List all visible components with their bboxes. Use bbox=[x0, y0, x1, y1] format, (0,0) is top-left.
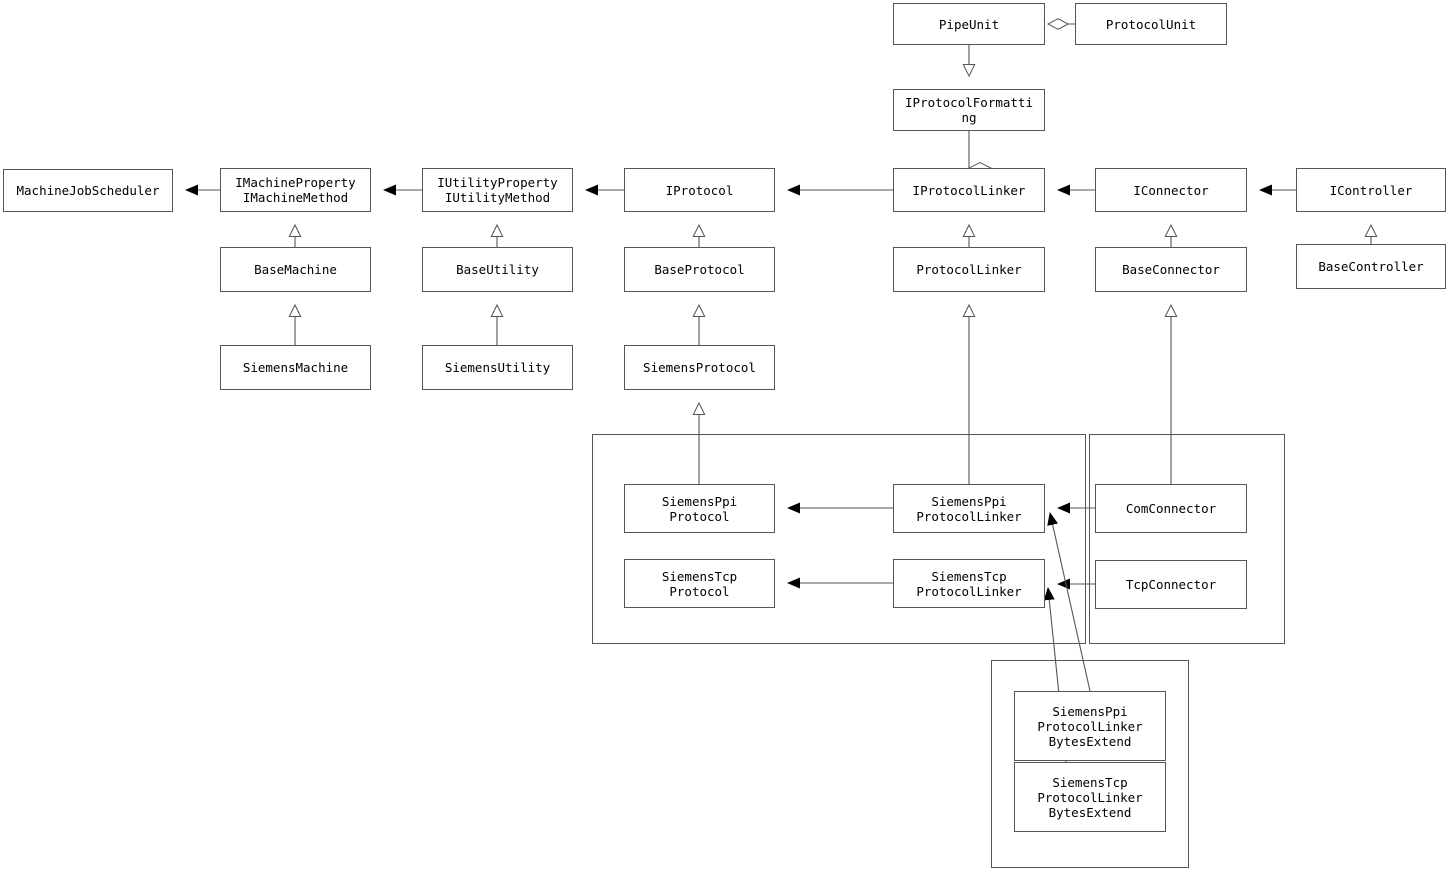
class-box-base-protocol[interactable]: BaseProtocol bbox=[624, 247, 775, 292]
class-box-siemens-tcp-protocol-linker-bytes-extend[interactable]: SiemensTcp ProtocolLinker BytesExtend bbox=[1014, 762, 1166, 832]
class-box-siemens-tcp-protocol-linker[interactable]: SiemensTcp ProtocolLinker bbox=[893, 559, 1045, 608]
class-box-base-connector[interactable]: BaseConnector bbox=[1095, 247, 1247, 292]
class-box-base-controller[interactable]: BaseController bbox=[1296, 244, 1446, 289]
class-box-iprotocol-formatting[interactable]: IProtocolFormatti ng bbox=[893, 89, 1045, 131]
class-box-base-utility[interactable]: BaseUtility bbox=[422, 247, 573, 292]
class-box-protocol-linker[interactable]: ProtocolLinker bbox=[893, 247, 1045, 292]
class-box-pipe-unit[interactable]: PipeUnit bbox=[893, 3, 1045, 45]
class-box-siemens-ppi-protocol[interactable]: SiemensPpi Protocol bbox=[624, 484, 775, 533]
class-box-iutility-property[interactable]: IUtilityProperty IUtilityMethod bbox=[422, 168, 573, 212]
connector-implementations-group bbox=[1089, 434, 1285, 644]
class-box-siemens-utility[interactable]: SiemensUtility bbox=[422, 345, 573, 390]
class-box-siemens-protocol[interactable]: SiemensProtocol bbox=[624, 345, 775, 390]
class-box-tcp-connector[interactable]: TcpConnector bbox=[1095, 560, 1247, 609]
class-box-siemens-machine[interactable]: SiemensMachine bbox=[220, 345, 371, 390]
class-box-iconnector[interactable]: IConnector bbox=[1095, 168, 1247, 212]
class-box-siemens-ppi-protocol-linker[interactable]: SiemensPpi ProtocolLinker bbox=[893, 484, 1045, 533]
class-box-machine-job-scheduler[interactable]: MachineJobScheduler bbox=[3, 169, 173, 212]
class-box-imachine-property[interactable]: IMachineProperty IMachineMethod bbox=[220, 168, 371, 212]
class-box-base-machine[interactable]: BaseMachine bbox=[220, 247, 371, 292]
class-box-siemens-ppi-protocol-linker-bytes-extend[interactable]: SiemensPpi ProtocolLinker BytesExtend bbox=[1014, 691, 1166, 761]
class-box-iprotocol[interactable]: IProtocol bbox=[624, 168, 775, 212]
class-box-protocol-unit[interactable]: ProtocolUnit bbox=[1075, 3, 1227, 45]
class-box-siemens-tcp-protocol[interactable]: SiemensTcp Protocol bbox=[624, 559, 775, 608]
class-box-icontroller[interactable]: IController bbox=[1296, 168, 1446, 212]
class-box-com-connector[interactable]: ComConnector bbox=[1095, 484, 1247, 533]
class-box-iprotocol-linker[interactable]: IProtocolLinker bbox=[893, 168, 1045, 212]
protocol-implementations-group bbox=[592, 434, 1086, 644]
